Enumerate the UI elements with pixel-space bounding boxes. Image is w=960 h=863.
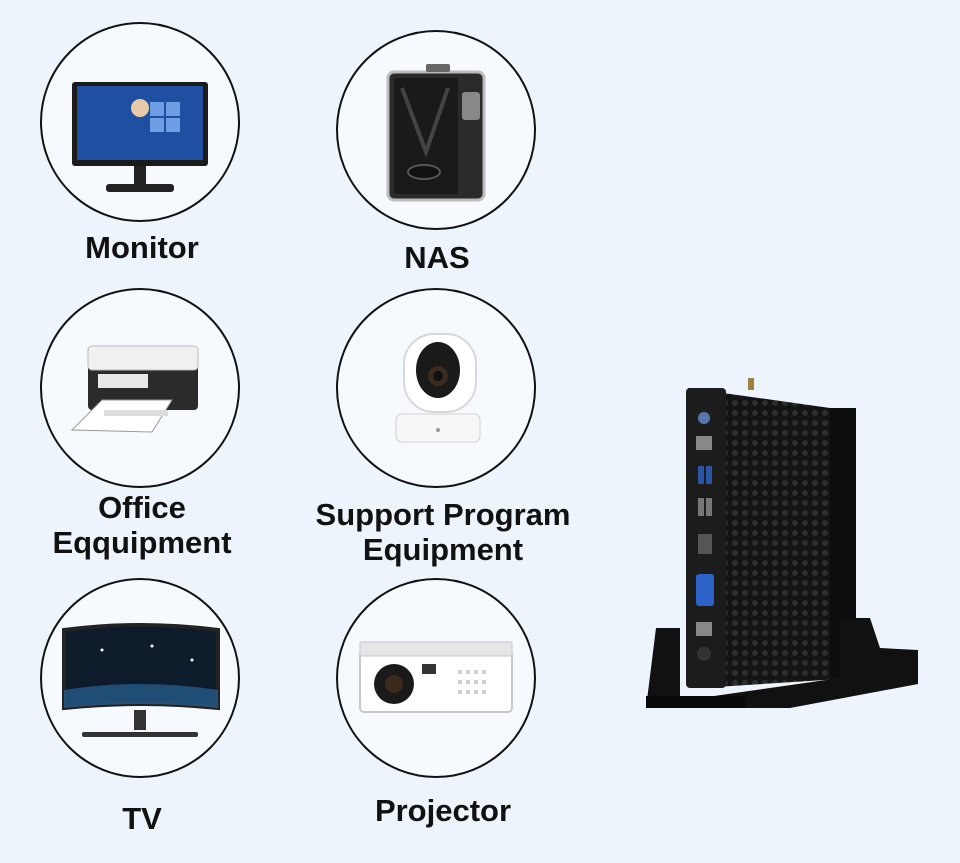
nas-label: NAS: [404, 240, 470, 275]
mini-pc-icon: [646, 378, 918, 708]
projector-circle: [336, 578, 536, 778]
monitor-label: Monitor: [85, 230, 199, 265]
tv-label: TV: [122, 801, 162, 836]
support-label: Support Program Equipment: [315, 497, 571, 567]
office-circle: [40, 288, 240, 488]
projector-label: Projector: [374, 793, 512, 828]
office-label: Office Eqquipment: [52, 490, 232, 560]
monitor-icon: [72, 82, 208, 192]
mini-pc-image: [640, 378, 940, 728]
printer-icon: [70, 345, 199, 433]
nas-icon: [386, 64, 486, 202]
tv-circle: [40, 578, 240, 778]
monitor-circle: [40, 22, 240, 222]
tv-icon: [62, 623, 220, 737]
nas-circle: [336, 30, 536, 230]
projector-icon: [359, 641, 513, 713]
camera-icon: [395, 333, 481, 443]
support-circle: [336, 288, 536, 488]
